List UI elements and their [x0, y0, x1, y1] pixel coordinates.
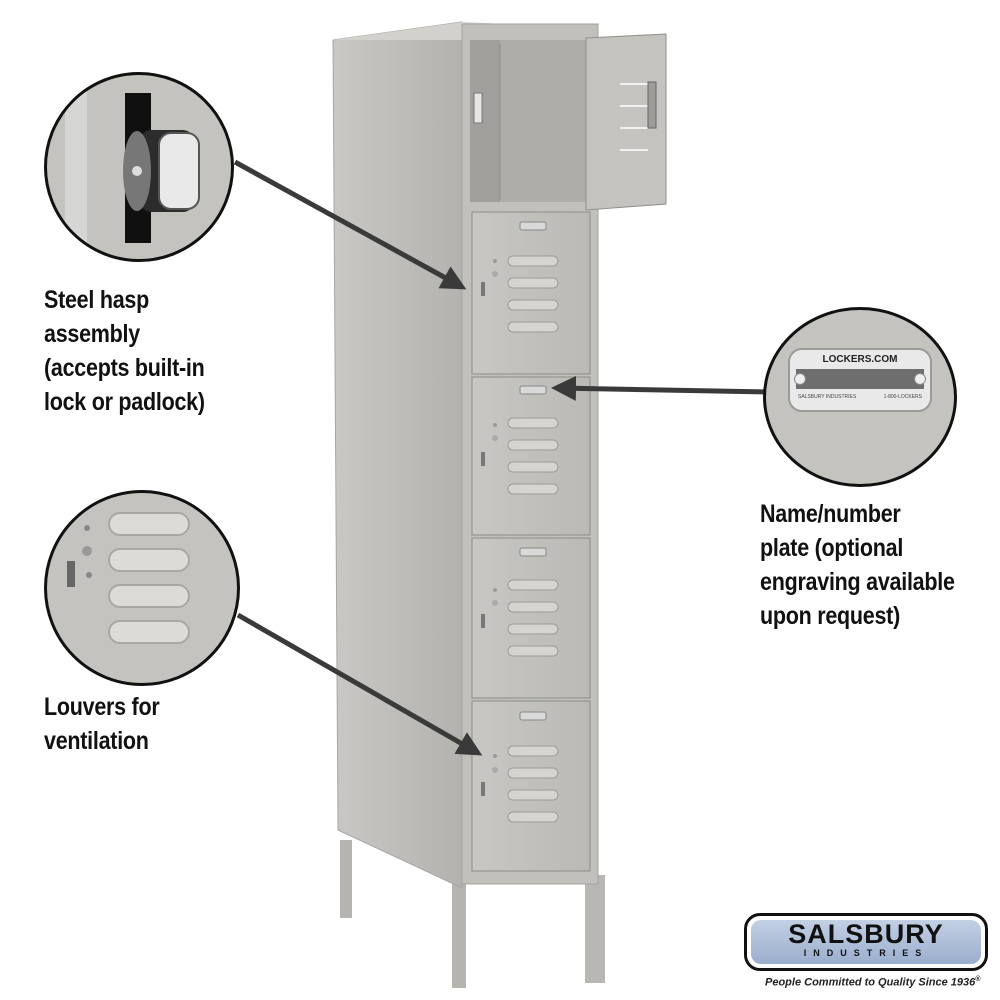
hasp-detail-circle	[44, 72, 234, 262]
brand-name: SALSBURY	[788, 919, 944, 949]
nameplate-bottom-left: SALSBURY INDUSTRIES	[798, 394, 857, 400]
closed-doors	[471, 211, 591, 872]
door-2	[471, 211, 591, 375]
screw-left-icon	[794, 373, 806, 385]
louvers-callout-text: Louvers for ventilation	[44, 693, 160, 755]
brand-logo: SALSBURY INDUSTRIES	[744, 913, 988, 971]
nameplate-engrave-band	[796, 369, 924, 389]
louvers-arrow	[236, 612, 483, 756]
louvers-icon	[67, 512, 190, 644]
brand-sub: INDUSTRIES	[803, 948, 929, 958]
door-5	[471, 700, 591, 872]
nameplate-top-text: LOCKERS.COM	[822, 354, 898, 365]
callout-arrows	[233, 159, 769, 756]
hasp-arrow	[233, 159, 467, 290]
nameplate-bottom-right: 1-800-LOCKERS	[883, 394, 922, 400]
open-door	[585, 33, 667, 211]
nameplate-callout-text: Name/number plate (optional engraving av…	[760, 500, 955, 630]
nameplate: LOCKERS.COM SALSBURY INDUSTRIES 1-800-LO…	[788, 348, 932, 412]
hasp-callout-text: Steel hasp assembly (accepts built-in lo…	[44, 286, 205, 416]
nameplate-arrow	[551, 375, 769, 401]
locker-legs	[340, 840, 605, 988]
louvers-detail-circle	[44, 490, 240, 686]
nameplate-detail-circle: LOCKERS.COM SALSBURY INDUSTRIES 1-800-LO…	[763, 307, 957, 487]
door-3	[471, 376, 591, 536]
locker-side-panel	[332, 21, 463, 889]
door-4	[471, 537, 591, 699]
brand-tagline: People Committed to Quality Since 1936®	[765, 976, 981, 989]
screw-right-icon	[914, 373, 926, 385]
hasp-icon	[65, 75, 200, 259]
